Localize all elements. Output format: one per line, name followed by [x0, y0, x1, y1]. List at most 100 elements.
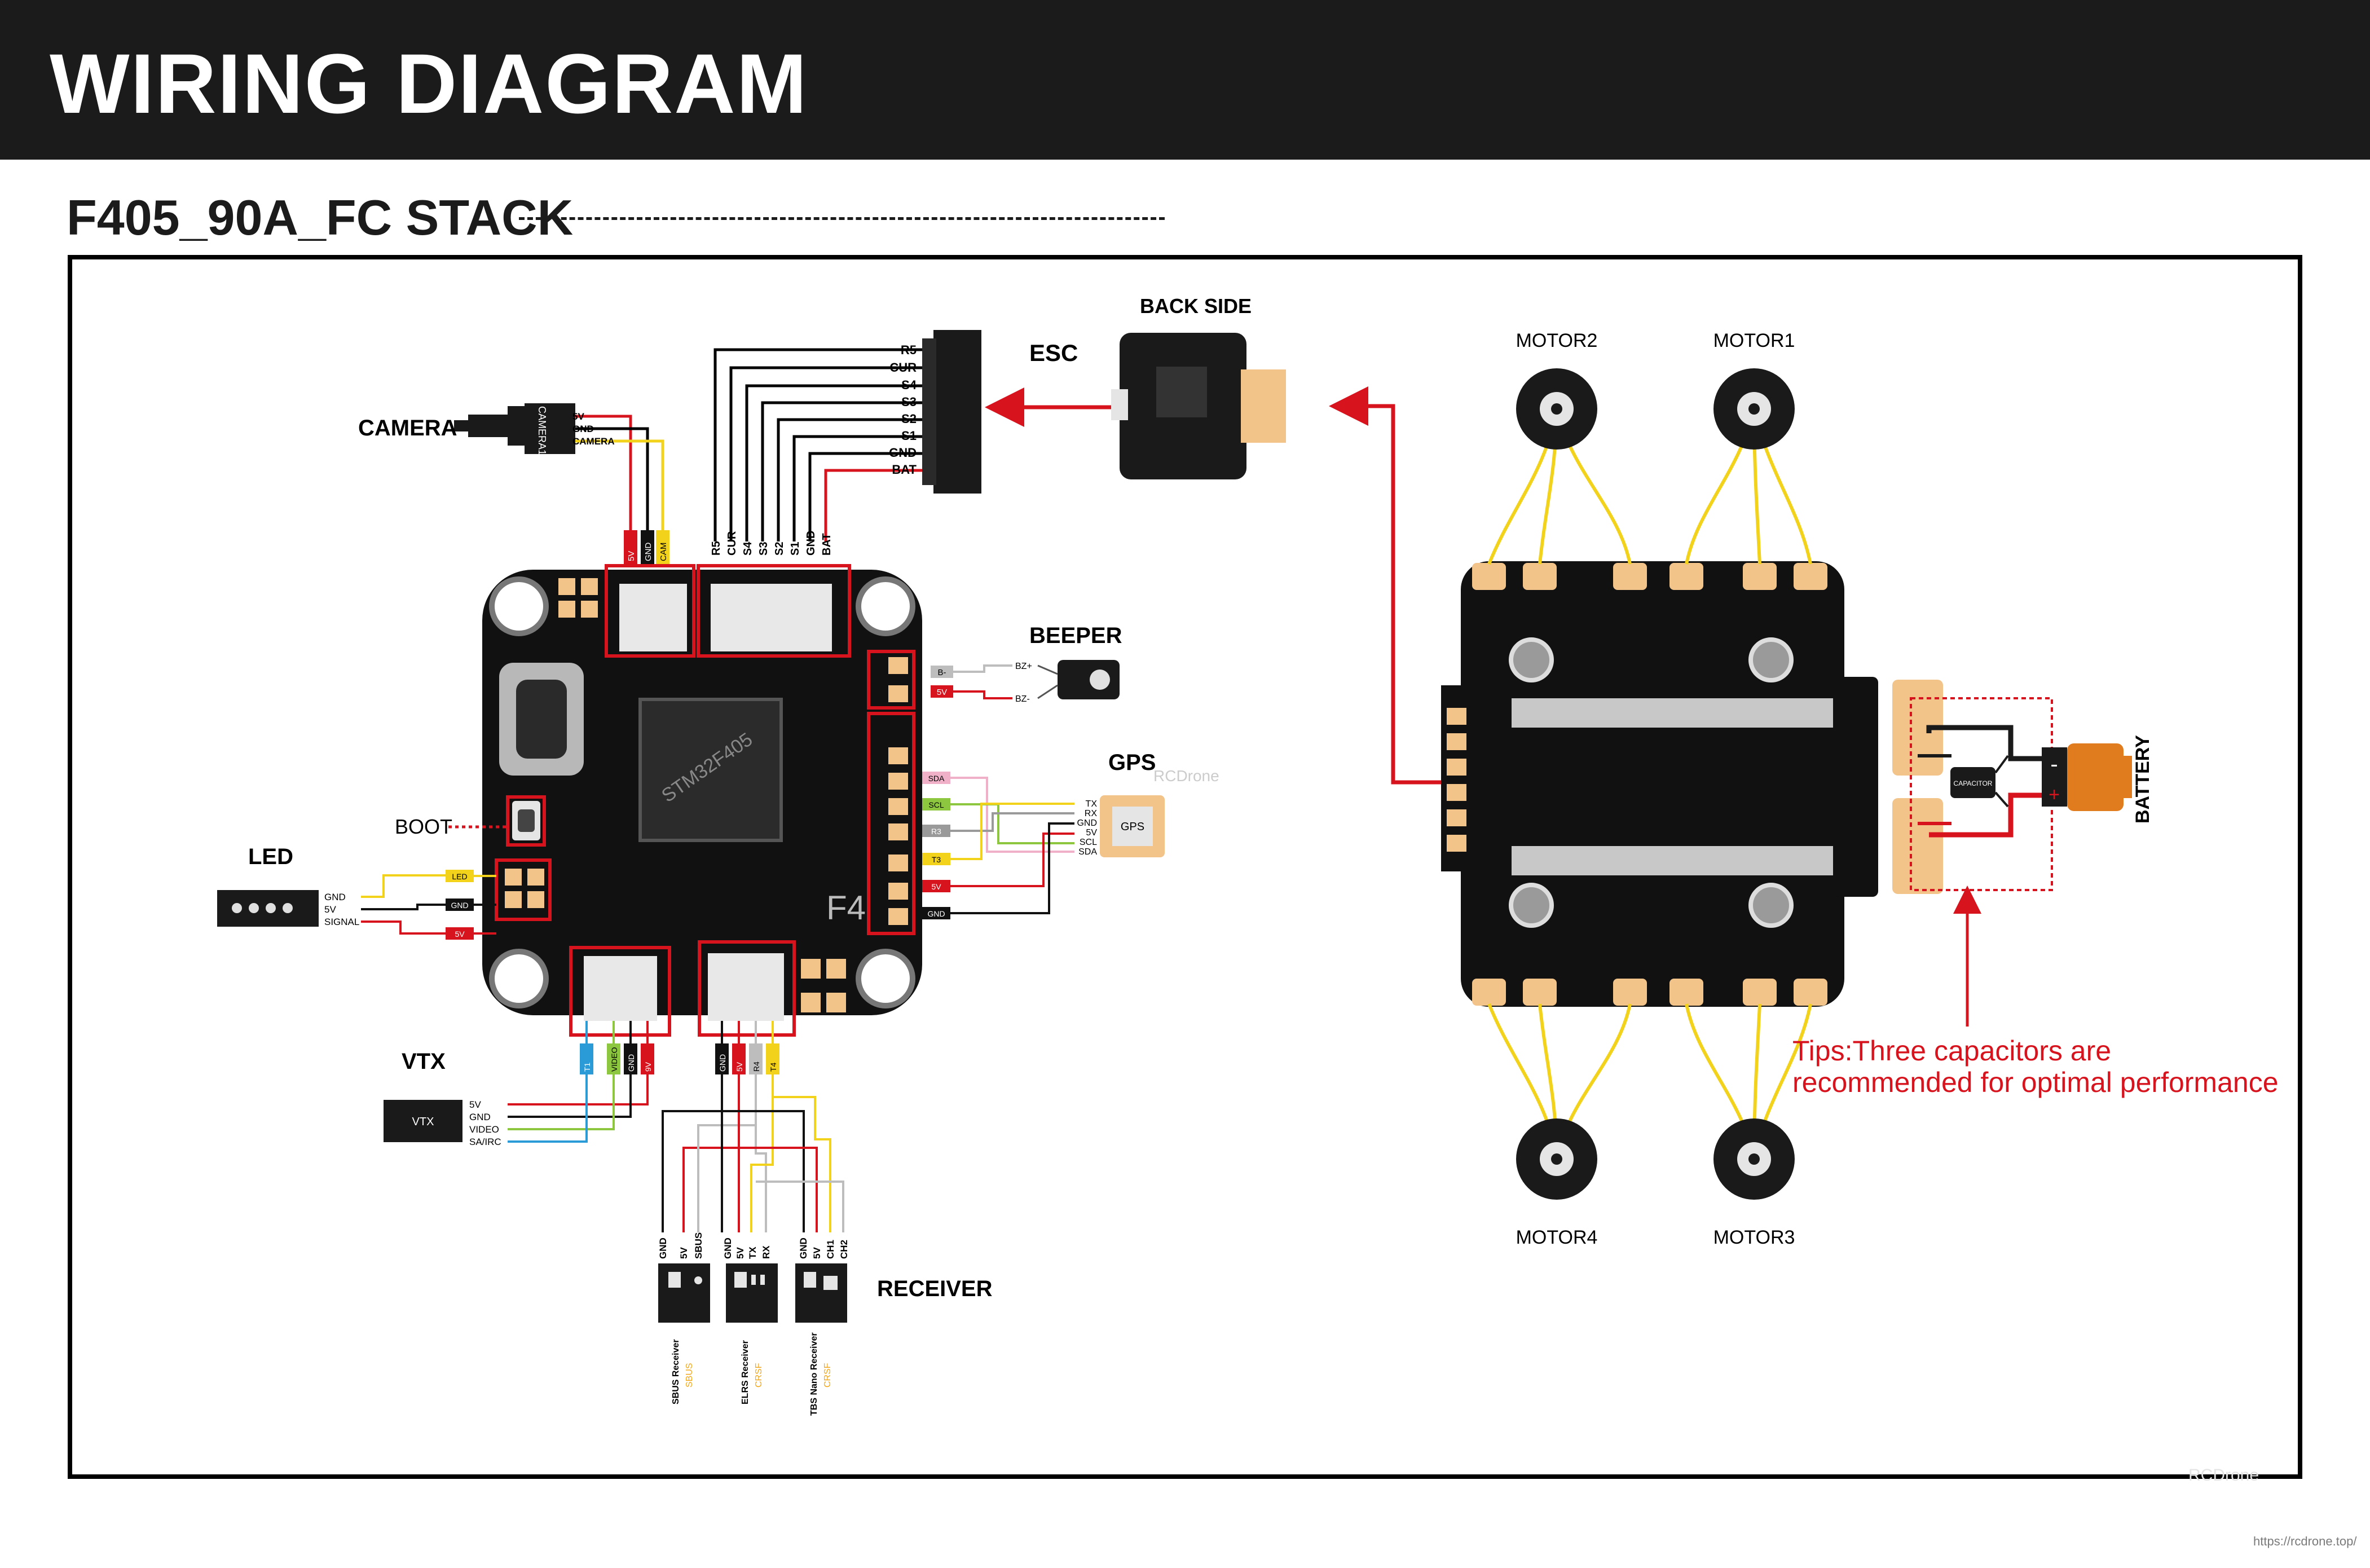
vtx-module — [384, 1100, 462, 1142]
watermark-url: https://rcdrone.top/ — [2253, 1534, 2357, 1548]
vtx-pin-label: 5V — [469, 1099, 481, 1110]
esc-pin-vlabel: S2 — [773, 542, 786, 556]
esc-pin-vlabel: S3 — [757, 542, 770, 556]
beeper-module — [1058, 660, 1120, 699]
camera-connector — [619, 584, 687, 651]
rx2-type: CRSF — [754, 1363, 764, 1388]
esc-pin-vlabel: BAT — [821, 533, 833, 556]
sbus-receiver: GND 5V SBUS SBUS Receiver SBUS — [658, 1232, 710, 1404]
camera-tag: 5V — [627, 551, 636, 561]
esc-cable-connector — [713, 330, 981, 541]
esc-board — [1441, 561, 1943, 1007]
arrow-back-side — [1329, 386, 1455, 785]
gps-label: GPS — [1108, 750, 1156, 775]
esc-label: ESC — [1029, 340, 1078, 366]
esc-pin-label: BAT — [892, 463, 917, 477]
rx1-pin-label: GND — [658, 1237, 668, 1259]
gps-tag: GND — [927, 909, 945, 918]
subtitle-dashed-rule — [519, 217, 1165, 220]
beeper-pin-label: BZ+ — [1015, 662, 1032, 671]
esc-connector — [711, 584, 832, 651]
esc-pin-label: CUR — [889, 360, 917, 375]
led-tag: LED — [452, 872, 467, 881]
gps-tag: SCL — [928, 800, 944, 809]
mcu-chip — [638, 698, 783, 842]
gps-pin-label: SDA — [1078, 847, 1097, 857]
diagram-subtitle: F405_90A_FC STACK — [67, 190, 574, 245]
beeper-tag: 5V — [937, 688, 947, 697]
battery-minus: - — [2050, 752, 2058, 777]
rx2-name: ELRS Receiver — [741, 1340, 750, 1404]
motor-2 — [1516, 368, 1597, 450]
led-label: LED — [248, 844, 293, 869]
battery-connector — [2067, 743, 2124, 811]
rx-tag: T4 — [769, 1062, 778, 1072]
gps-tag: SDA — [928, 774, 945, 783]
esc-pin-label: S3 — [901, 395, 917, 409]
esc-pin-vlabel: GND — [805, 531, 817, 556]
camera-pin-label: 5V — [572, 411, 584, 422]
motor-3 — [1713, 1118, 1795, 1200]
vtx-module-text: VTX — [412, 1116, 434, 1128]
gps-tag: R3 — [931, 827, 941, 836]
led-pin-label: SIGNAL — [324, 917, 359, 927]
esc-pin-label: S4 — [901, 378, 917, 392]
esc-pin-vlabel: CUR — [726, 531, 738, 556]
vtx-pin-label: GND — [469, 1112, 491, 1122]
motor4-label: MOTOR4 — [1516, 1227, 1598, 1248]
flight-controller-board: STM32F405 F4 — [482, 564, 922, 1037]
led-tag: 5V — [455, 930, 465, 939]
led-pin-label: GND — [324, 892, 346, 902]
vtx-connector — [584, 956, 657, 1021]
vtx-tag: 9V — [644, 1062, 653, 1072]
esc-pin-label: R5 — [901, 343, 917, 357]
rx-tag: 5V — [735, 1062, 744, 1072]
rx1-type: SBUS — [685, 1363, 694, 1388]
esc-pin-label: S1 — [901, 429, 917, 443]
gps-tag: T3 — [932, 855, 941, 864]
motor-4 — [1516, 1118, 1597, 1200]
gps-tag: 5V — [931, 882, 941, 891]
tips-line-2: recommended for optimal performance — [1792, 1067, 2279, 1098]
rx2-pin-label: GND — [723, 1237, 733, 1259]
camera-pin-label: GND — [572, 424, 594, 434]
rx2-pin-label: RX — [761, 1245, 772, 1259]
esc-pin-vlabel: S1 — [789, 542, 801, 556]
led-pin-label: 5V — [324, 904, 336, 915]
camera-pin-label: CAMERA — [572, 436, 615, 447]
camera-tag: GND — [644, 543, 653, 562]
rx2-pin-label: TX — [747, 1247, 758, 1259]
esc-pin-vlabel: R5 — [710, 541, 723, 556]
camera-body-label: CAMERA1 — [536, 406, 548, 455]
battery-plus: + — [2049, 784, 2060, 805]
back-side-board — [1111, 333, 1286, 479]
battery-label: BATTERY — [2132, 735, 2153, 823]
led-tag: GND — [451, 901, 468, 910]
tbs-nano-receiver: GND 5V CH1 CH2 TBS Nano Receiver CRSF — [795, 1237, 849, 1416]
motor3-label: MOTOR3 — [1713, 1227, 1795, 1248]
rx1-pin-label: SBUS — [693, 1232, 704, 1259]
motor2-label: MOTOR2 — [1516, 330, 1598, 351]
gps-pin-label: TX — [1086, 799, 1098, 809]
vtx-tag: GND — [627, 1054, 636, 1072]
rx3-name: TBS Nano Receiver — [809, 1332, 819, 1416]
gps-pin-label: RX — [1085, 809, 1098, 818]
header-banner: WIRING DIAGRAM — [0, 0, 2370, 160]
back-side-label: BACK SIDE — [1140, 294, 1252, 318]
beeper-label: BEEPER — [1029, 623, 1122, 648]
tips-line-1: Tips:Three capacitors are — [1792, 1035, 2111, 1067]
camera-label: CAMERA — [358, 416, 457, 441]
capacitor-text: CAPACITOR — [1954, 779, 1993, 787]
beeper-pin-label: BZ- — [1015, 694, 1030, 704]
beeper-tag: B- — [938, 668, 946, 677]
motor1-label: MOTOR1 — [1713, 330, 1795, 351]
gps-pin-label: SCL — [1080, 838, 1097, 847]
watermark-brand-corner: RCDrone — [2188, 1466, 2259, 1485]
page-title: WIRING DIAGRAM — [50, 36, 808, 131]
rx1-name: SBUS Receiver — [671, 1339, 681, 1404]
vtx-tag: T1 — [583, 1062, 592, 1072]
elrs-receiver: GND 5V TX RX ELRS Receiver CRSF — [723, 1237, 778, 1404]
boot-label: BOOT — [395, 815, 452, 838]
rx3-pin-label: GND — [798, 1237, 809, 1259]
